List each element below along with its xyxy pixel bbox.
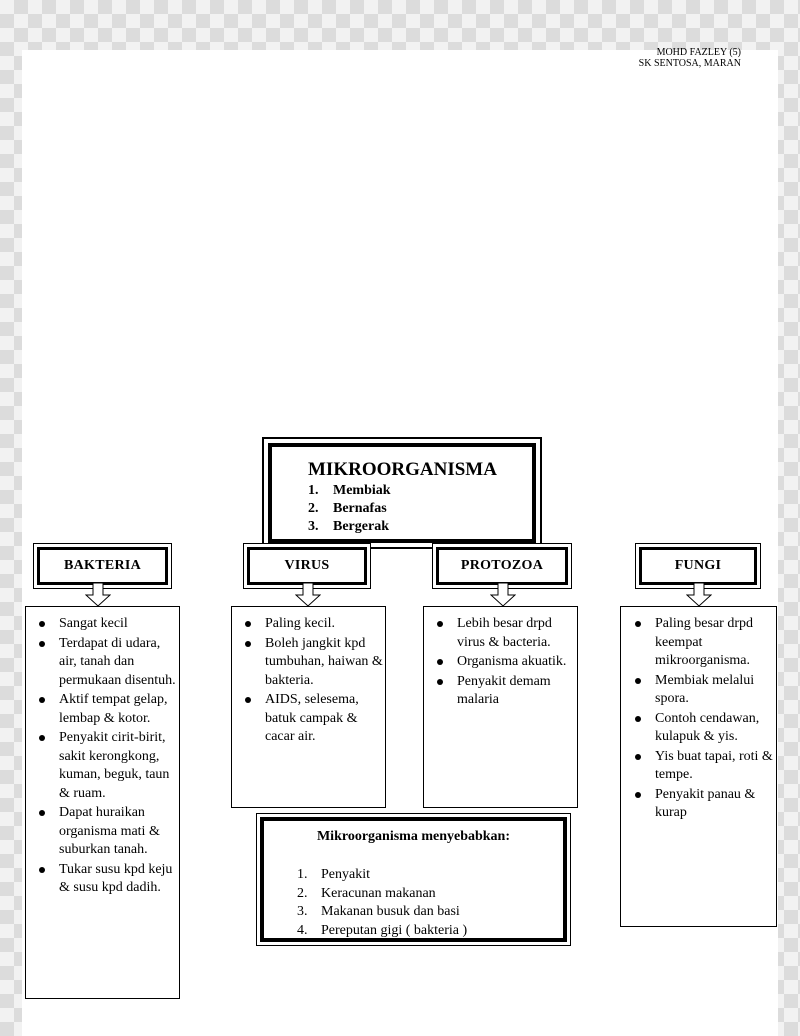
protozoa-details-box: Lebih besar drpd virus & bacteria. Organ… <box>423 606 578 808</box>
category-bakteria: BAKTERIA <box>33 543 172 589</box>
main-concept-box: MIKROORGANISMA 1.Membiak 2.Bernafas 3.Be… <box>262 437 542 549</box>
list-item: 2.Keracunan makanan <box>297 885 436 901</box>
list-item: Yis buat tapai, roti & tempe. <box>635 748 774 785</box>
main-title: MIKROORGANISMA <box>308 459 497 480</box>
list-item: AIDS, selesema, batuk campak & cacar air… <box>245 691 383 747</box>
category-protozoa-label: PROTOZOA <box>436 547 568 585</box>
list-item: Penyakit cirit-birit, sakit kerongkong, … <box>39 729 177 803</box>
fungi-points-list: Paling besar drpd keempat mikroorganisma… <box>635 615 774 824</box>
list-item: 4.Pereputan gigi ( bakteria ) <box>297 922 468 938</box>
category-virus: VIRUS <box>243 543 371 589</box>
virus-points-list: Paling kecil. Boleh jangkit kpd tumbuhan… <box>245 615 383 748</box>
causes-inner: Mikroorganisma menyebabkan: 1.Penyakit 2… <box>260 817 567 942</box>
fungi-details-box: Paling besar drpd keempat mikroorganisma… <box>620 606 777 927</box>
list-item: Sangat kecil <box>39 615 177 634</box>
list-item: 3.Makanan busuk dan basi <box>297 904 460 919</box>
list-item: 1.Penyakit <box>297 867 370 882</box>
category-bakteria-label: BAKTERIA <box>37 547 168 585</box>
list-item: Membiak melalui spora. <box>635 672 774 709</box>
author-info: MOHD FAZLEY (5) SK SENTOSA, MARAN <box>600 47 741 69</box>
author-school: SK SENTOSA, MARAN <box>638 58 741 69</box>
list-item: 2.Bernafas <box>308 501 387 516</box>
category-virus-label: VIRUS <box>247 547 367 585</box>
causes-box: Mikroorganisma menyebabkan: 1.Penyakit 2… <box>256 813 571 946</box>
down-arrow-icon <box>490 583 516 607</box>
list-item: Tukar susu kpd keju & susu kpd dadih. <box>39 861 177 898</box>
down-arrow-icon <box>686 583 712 607</box>
bakteria-points-list: Sangat kecil Terdapat di udara, air, tan… <box>39 615 177 899</box>
author-name: MOHD FAZLEY (5) <box>656 47 741 58</box>
list-item: Boleh jangkit kpd tumbuhan, haiwan & bak… <box>245 635 383 691</box>
list-item: 1.Membiak <box>308 483 391 498</box>
bakteria-details-box: Sangat kecil Terdapat di udara, air, tan… <box>25 606 180 999</box>
virus-details-box: Paling kecil. Boleh jangkit kpd tumbuhan… <box>231 606 386 808</box>
list-item: Lebih besar drpd virus & bacteria. <box>437 615 575 652</box>
list-item: Terdapat di udara, air, tanah dan permuk… <box>39 635 177 691</box>
main-concept-inner: MIKROORGANISMA 1.Membiak 2.Bernafas 3.Be… <box>268 443 536 543</box>
category-fungi-label: FUNGI <box>639 547 757 585</box>
list-item: Organisma akuatik. <box>437 653 575 672</box>
list-item: Paling besar drpd keempat mikroorganisma… <box>635 615 774 671</box>
main-characteristics-list: 1.Membiak 2.Bernafas 3.Bergerak <box>308 482 391 536</box>
list-item: Penyakit panau & kurap <box>635 786 774 823</box>
list-item: 3.Bergerak <box>308 519 389 534</box>
list-item: Penyakit demam malaria <box>437 673 575 710</box>
list-item: Contoh cendawan, kulapuk & yis. <box>635 710 774 747</box>
causes-title: Mikroorganisma menyebabkan: <box>316 829 511 844</box>
list-item: Paling kecil. <box>245 615 383 634</box>
down-arrow-icon <box>295 583 321 607</box>
list-item: Dapat huraikan organisma mati & suburkan… <box>39 804 177 860</box>
protozoa-points-list: Lebih besar drpd virus & bacteria. Organ… <box>437 615 575 711</box>
causes-list: 1.Penyakit 2.Keracunan makanan 3.Makanan… <box>297 866 467 940</box>
list-item: Aktif tempat gelap, lembap & kotor. <box>39 691 177 728</box>
down-arrow-icon <box>85 583 111 607</box>
